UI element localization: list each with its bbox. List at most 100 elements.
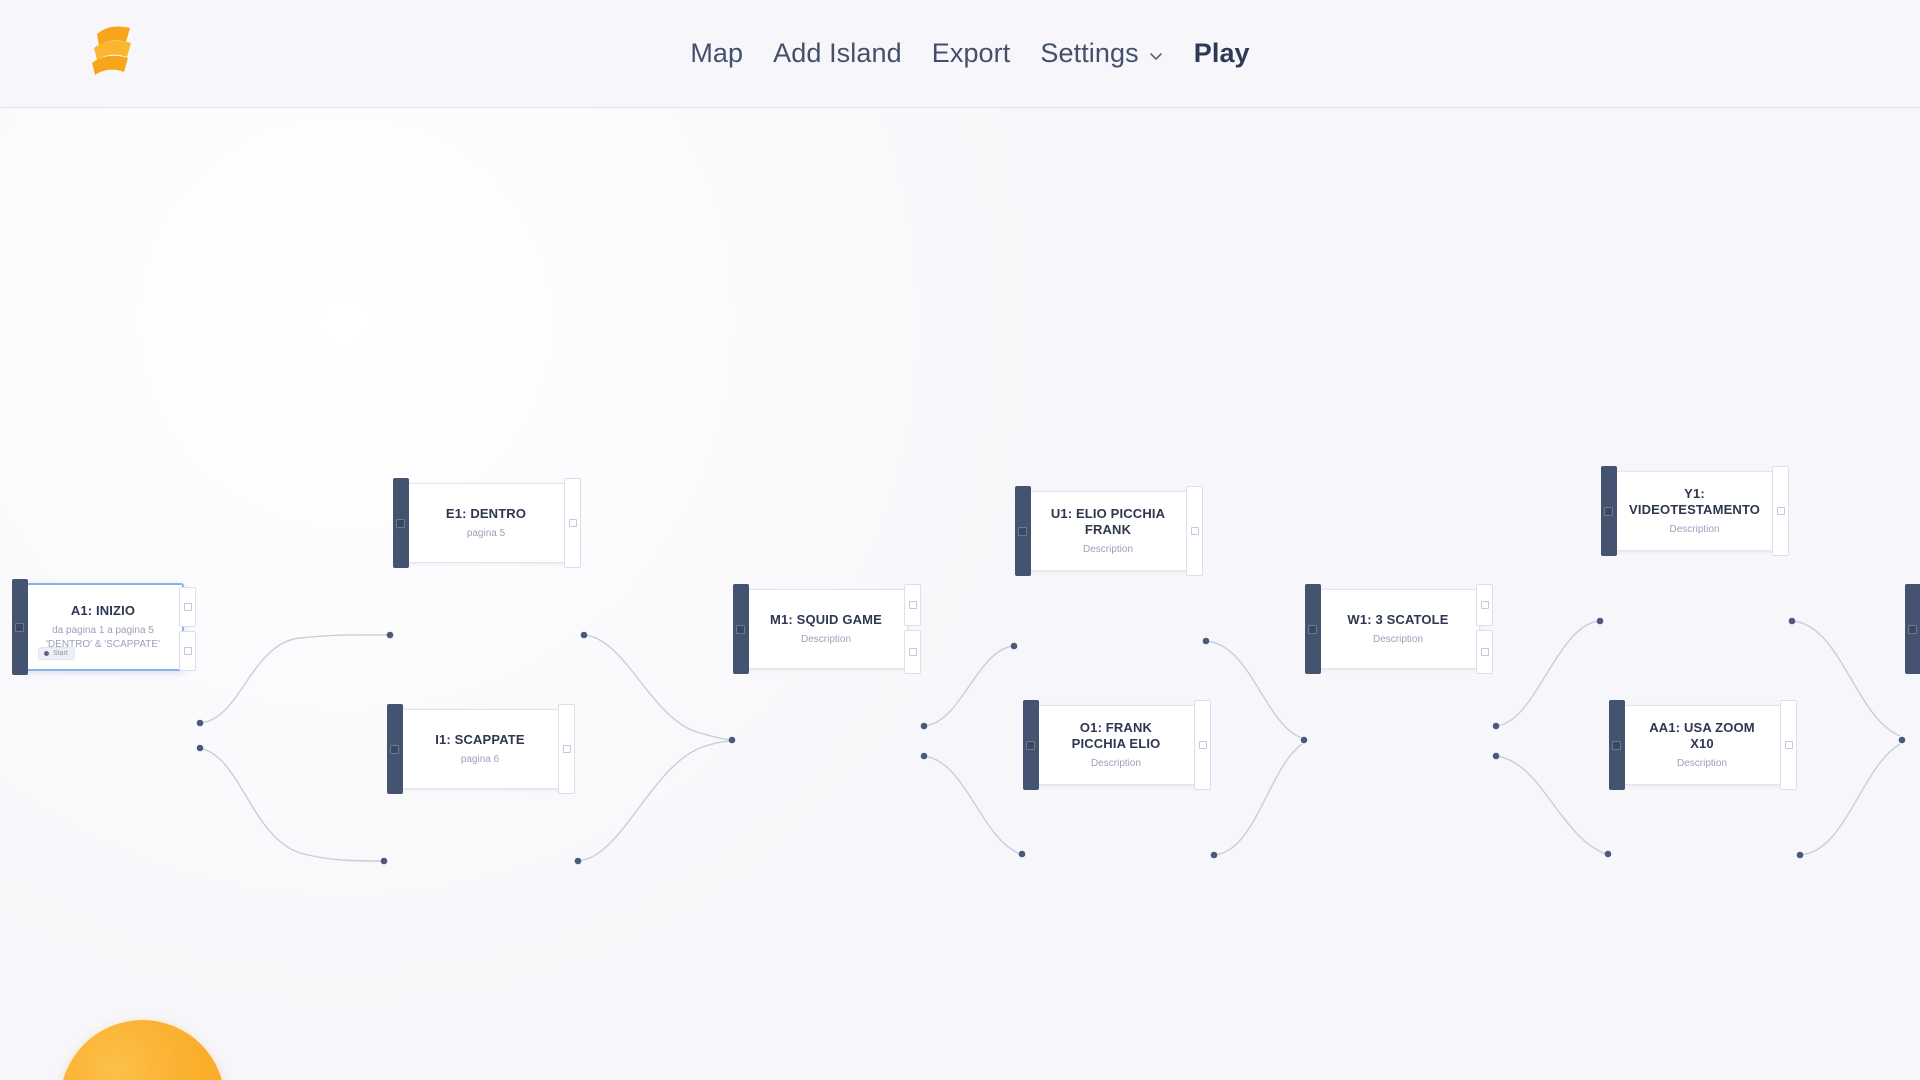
node-output-port[interactable] — [1194, 700, 1211, 790]
edge-layer — [196, 617, 1906, 865]
node-title: M1: SQUID GAME — [770, 611, 882, 627]
nav-item-label: Add Island — [773, 38, 902, 68]
node-body: M1: SQUID GAME Description — [745, 590, 907, 668]
squiffy-logo-icon — [92, 26, 131, 75]
edge-arrow — [1604, 850, 1612, 858]
node-description: da pagina 1 a pagina 5 'DENTRO' & 'SCAPP… — [46, 625, 160, 650]
node-input-port[interactable] — [1023, 700, 1039, 790]
edge-arrow — [1300, 736, 1308, 744]
node-output-port[interactable] — [904, 630, 921, 674]
edge-arrow — [1596, 617, 1604, 625]
node-description: Description — [1372, 633, 1424, 645]
nav-item-label: Export — [931, 38, 1011, 68]
node-body: U1: ELIO PICCHIA FRANK Description — [1027, 492, 1189, 570]
edge-arrow — [386, 631, 394, 639]
story-node-o1[interactable]: O1: FRANK PICCHIA ELIO Description — [1023, 700, 1211, 790]
story-map-canvas[interactable]: A1: INIZIO da pagina 1 a pagina 5 'DENTR… — [0, 108, 1920, 1080]
node-body: AA1: USA ZOOM X10 Description — [1621, 706, 1783, 784]
node-input-port[interactable] — [733, 584, 749, 674]
app-logo[interactable] — [78, 16, 152, 88]
story-node-e1[interactable]: E1: DENTRO pagina 5 — [393, 478, 581, 568]
node-output-port[interactable] — [558, 704, 575, 794]
edge-endpoint — [1202, 637, 1210, 645]
edge-endpoint — [574, 857, 582, 865]
nav-item-map[interactable]: Map — [690, 38, 743, 69]
node-output-port[interactable] — [564, 478, 581, 568]
node-input-port[interactable] — [387, 704, 403, 794]
node-input-port[interactable] — [12, 579, 28, 675]
node-input-port[interactable] — [1015, 486, 1031, 576]
nav-item-play[interactable]: Play — [1194, 38, 1250, 69]
story-node-aa1[interactable]: AA1: USA ZOOM X10 Description — [1609, 700, 1797, 790]
node-input-port[interactable] — [1905, 584, 1920, 674]
node-output-port[interactable] — [1780, 700, 1797, 790]
edge-endpoint — [1210, 851, 1218, 859]
edge-endpoint — [920, 722, 928, 730]
edge-i1-m1 — [575, 740, 731, 862]
story-node-m1[interactable]: M1: SQUID GAME Description — [733, 584, 921, 674]
node-output-port[interactable] — [1476, 584, 1493, 626]
node-input-port[interactable] — [1305, 584, 1321, 674]
story-node-i1[interactable]: I1: SCAPPATE pagina 6 — [387, 704, 575, 794]
edge-endpoint — [580, 631, 588, 639]
node-description: Description — [1090, 758, 1142, 769]
edge-endpoint — [1492, 752, 1500, 760]
node-body: A1: INIZIO da pagina 1 a pagina 5 'DENTR… — [24, 585, 182, 669]
edge-m1-u1 — [921, 645, 1013, 727]
edge-w1-aa1 — [1493, 755, 1607, 855]
story-node-w1[interactable]: W1: 3 SCATOLE Description — [1305, 584, 1493, 674]
story-node-a1[interactable]: A1: INIZIO da pagina 1 a pagina 5 'DENTR… — [12, 579, 196, 675]
edge-endpoint — [1788, 617, 1796, 625]
node-title: W1: 3 SCATOLE — [1347, 611, 1449, 627]
node-body: O1: FRANK PICCHIA ELIO Description — [1035, 706, 1197, 784]
node-body: Y1: VIDEOTESTAMENTO Description — [1613, 472, 1776, 550]
node-output-port[interactable] — [179, 631, 196, 671]
edge-arrow — [1010, 642, 1018, 650]
edge-w1-y1 — [1493, 620, 1599, 727]
node-body: I1: SCAPPATE pagina 6 — [399, 710, 561, 788]
node-output-port[interactable] — [1772, 466, 1789, 556]
badge-dot-icon — [44, 651, 49, 656]
app-header: Map Add Island Export Settings Play — [0, 0, 1920, 108]
edge-a1-i1 — [197, 747, 383, 862]
edge-endpoint — [1492, 722, 1500, 730]
node-title: Y1: VIDEOTESTAMENTO — [1629, 485, 1761, 517]
edge-e1-m1 — [581, 634, 731, 741]
node-title: AA1: USA ZOOM X10 — [1649, 719, 1755, 751]
node-output-port[interactable] — [1476, 630, 1493, 674]
node-title: E1: DENTRO — [445, 505, 527, 521]
status-badge: Start — [38, 647, 75, 660]
nav-item-settings[interactable]: Settings — [1040, 38, 1163, 69]
edge-m1-o1 — [921, 755, 1021, 855]
nav-item-label: Settings — [1040, 38, 1139, 68]
node-description: Description — [800, 633, 852, 645]
edge-arrow — [728, 736, 736, 744]
node-input-port[interactable] — [1609, 700, 1625, 790]
nav-item-add-island[interactable]: Add Island — [773, 38, 902, 69]
node-output-port[interactable] — [904, 584, 921, 626]
edge-endpoint — [1796, 851, 1804, 859]
node-input-port[interactable] — [393, 478, 409, 568]
add-node-button[interactable] — [60, 1020, 225, 1080]
edge-endpoint — [920, 752, 928, 760]
node-output-port[interactable] — [179, 587, 196, 627]
node-description: pagina 6 — [460, 753, 500, 765]
chevron-down-icon — [1148, 48, 1164, 64]
main-nav: Map Add Island Export Settings Play — [0, 0, 1920, 107]
edge-u1-w1 — [1203, 640, 1303, 739]
node-description: Description — [1082, 544, 1134, 555]
story-node-next-clipped[interactable] — [1905, 584, 1920, 674]
badge-label: Start — [53, 650, 68, 657]
node-input-port[interactable] — [1601, 466, 1617, 556]
edge-arrow — [1898, 736, 1906, 744]
story-node-y1[interactable]: Y1: VIDEOTESTAMENTO Description — [1601, 466, 1789, 556]
nav-item-label: Play — [1193, 38, 1250, 68]
node-description: pagina 5 — [466, 527, 506, 539]
edge-a1-e1 — [197, 634, 389, 724]
story-node-u1[interactable]: U1: ELIO PICCHIA FRANK Description — [1015, 486, 1203, 576]
node-output-port[interactable] — [1186, 486, 1203, 576]
node-body: E1: DENTRO pagina 5 — [405, 484, 567, 562]
edge-endpoint — [196, 719, 204, 727]
edge-aa1-next — [1797, 743, 1901, 856]
nav-item-export[interactable]: Export — [932, 38, 1011, 69]
